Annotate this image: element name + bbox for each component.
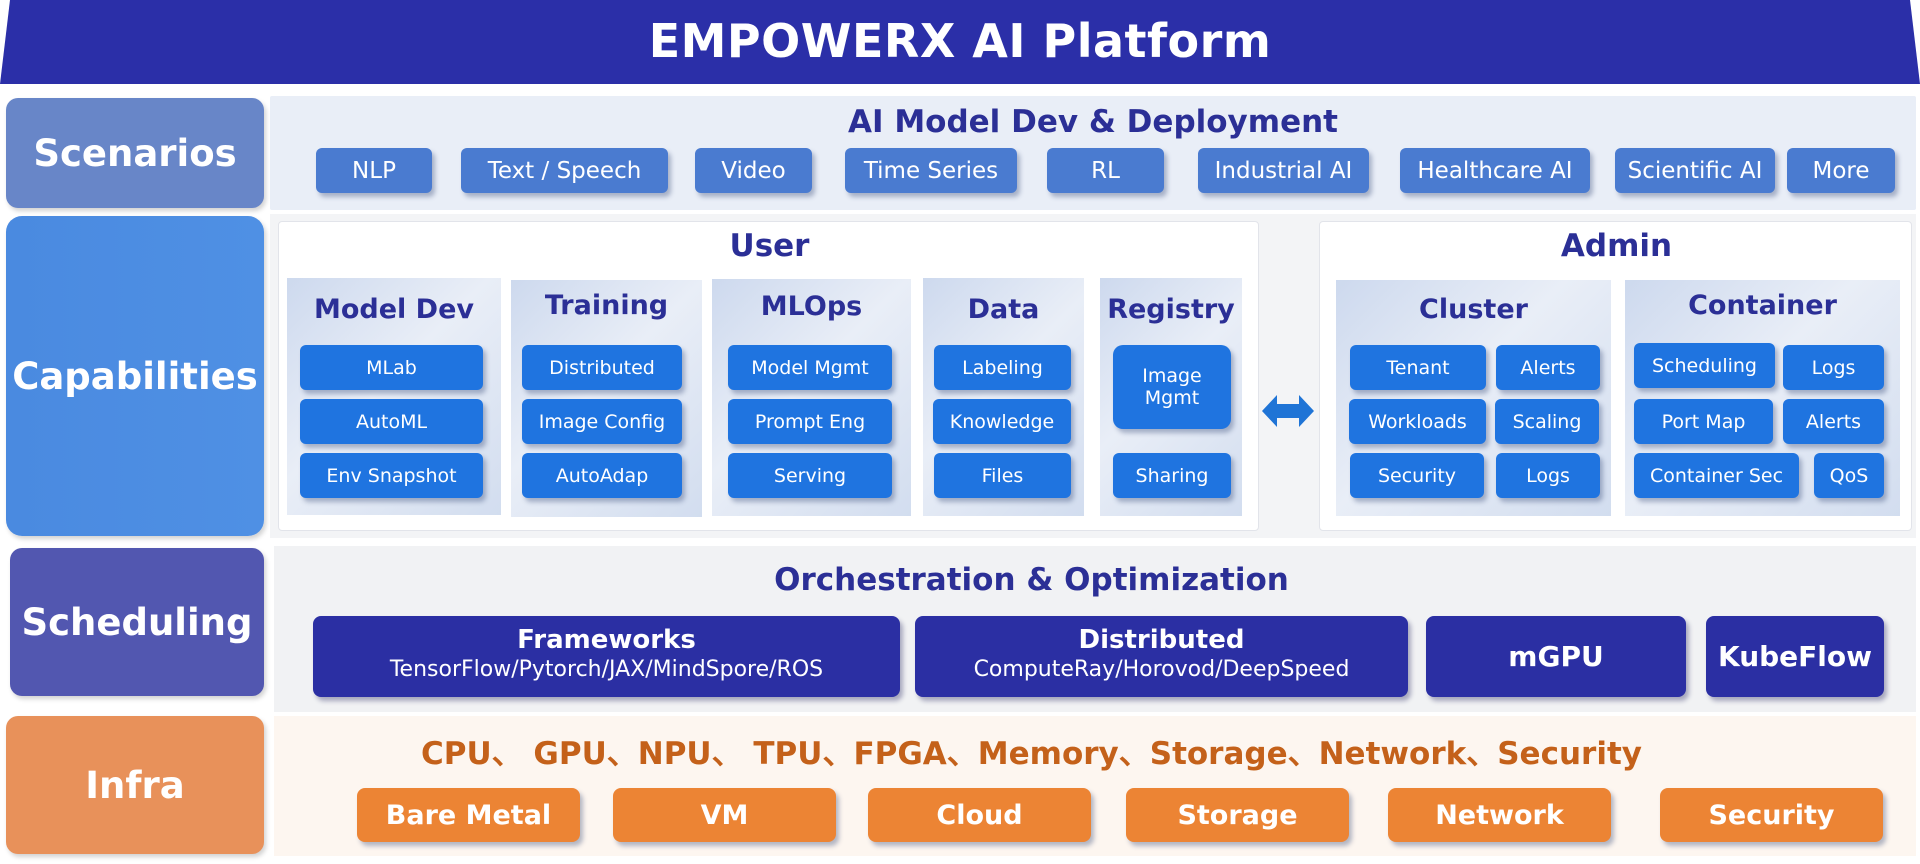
capability-chip-image-mgmt[interactable]: Image Mgmt <box>1113 345 1231 429</box>
row-label-text: Scenarios <box>33 131 237 175</box>
group-title: Container <box>1688 290 1837 321</box>
infra-chip-storage[interactable]: Storage <box>1126 788 1349 842</box>
capability-chip-knowledge[interactable]: Knowledge <box>933 399 1071 444</box>
capability-chip-autoadap[interactable]: AutoAdap <box>522 453 682 498</box>
platform-title: EMPOWERX AI Platform <box>648 14 1272 68</box>
capability-chip-container-alerts[interactable]: Alerts <box>1783 399 1884 444</box>
user-title: User <box>729 228 810 264</box>
capability-chip-distributed[interactable]: Distributed <box>522 345 682 390</box>
capability-chip-container-sec[interactable]: Container Sec <box>1634 453 1799 498</box>
block-title: KubeFlow <box>1718 640 1872 673</box>
capability-chip-scheduling[interactable]: Scheduling <box>1634 343 1775 388</box>
capability-chip-prompt-eng[interactable]: Prompt Eng <box>728 399 892 444</box>
group-title: Cluster <box>1419 294 1528 325</box>
capability-chip-image-config[interactable]: Image Config <box>522 399 682 444</box>
capability-chip-container-logs[interactable]: Logs <box>1783 345 1884 390</box>
header-banner-shape <box>0 0 1920 84</box>
scheduling-block-mgpu[interactable]: mGPU <box>1426 616 1686 697</box>
row-label-scenarios: Scenarios <box>6 98 264 208</box>
row-label-text: Scheduling <box>21 600 253 644</box>
capability-chip-mlab[interactable]: MLab <box>300 345 483 390</box>
group-title: Registry <box>1107 294 1235 325</box>
block-title: Frameworks <box>517 625 696 655</box>
group-title: MLOps <box>760 291 863 322</box>
capability-chip-port-map[interactable]: Port Map <box>1634 399 1773 444</box>
scenario-chip-scientific-ai[interactable]: Scientific AI <box>1615 148 1775 193</box>
capability-chip-sharing[interactable]: Sharing <box>1113 453 1231 498</box>
scenario-chip-rl[interactable]: RL <box>1047 148 1164 193</box>
infra-chip-network[interactable]: Network <box>1388 788 1611 842</box>
group-title: Training <box>544 290 669 321</box>
scenarios-title: AI Model Dev & Deployment <box>848 104 1338 140</box>
admin-title: Admin <box>1560 228 1673 264</box>
capability-chip-logs[interactable]: Logs <box>1496 453 1600 498</box>
scheduling-title: Orchestration & Optimization <box>774 562 1289 598</box>
capability-chip-automl[interactable]: AutoML <box>300 399 483 444</box>
infra-resources: CPU、 GPU、NPU、 TPU、FPGA、Memory、Storage、Ne… <box>421 736 1642 772</box>
capability-chip-scaling[interactable]: Scaling <box>1495 399 1599 444</box>
block-subtitle: ComputeRay/Horovod/DeepSpeed <box>973 657 1350 682</box>
scheduling-block-kubeflow[interactable]: KubeFlow <box>1706 616 1884 697</box>
capability-chip-env-snapshot[interactable]: Env Snapshot <box>300 453 483 498</box>
capability-chip-workloads[interactable]: Workloads <box>1349 399 1486 444</box>
block-subtitle: TensorFlow/Pytorch/JAX/MindSpore/ROS <box>389 657 824 682</box>
group-title: Model Dev <box>313 294 475 325</box>
capability-chip-tenant[interactable]: Tenant <box>1350 345 1486 390</box>
platform-header: EMPOWERX AI Platform <box>0 0 1920 86</box>
scenario-chip-nlp[interactable]: NLP <box>316 148 432 193</box>
row-label-text: Infra <box>85 763 185 807</box>
capability-chip-serving[interactable]: Serving <box>728 453 892 498</box>
capability-chip-labeling[interactable]: Labeling <box>934 345 1071 390</box>
capability-chip-files[interactable]: Files <box>934 453 1071 498</box>
scenario-chip-more[interactable]: More <box>1787 148 1895 193</box>
block-title: mGPU <box>1508 640 1604 673</box>
scenario-chip-video[interactable]: Video <box>695 148 812 193</box>
scenario-chip-industrial-ai[interactable]: Industrial AI <box>1198 148 1369 193</box>
group-title: Data <box>967 294 1040 325</box>
infra-chip-cloud[interactable]: Cloud <box>868 788 1091 842</box>
double-arrow-icon <box>1262 391 1314 431</box>
scenario-chip-text-speech[interactable]: Text / Speech <box>461 148 668 193</box>
row-label-scheduling: Scheduling <box>10 548 264 696</box>
row-label-infra: Infra <box>6 716 264 854</box>
scheduling-block-distributed[interactable]: Distributed ComputeRay/Horovod/DeepSpeed <box>915 616 1408 697</box>
capability-chip-qos[interactable]: QoS <box>1814 453 1884 498</box>
block-title: Distributed <box>1078 625 1245 655</box>
infra-chip-vm[interactable]: VM <box>613 788 836 842</box>
capability-chip-security[interactable]: Security <box>1350 453 1484 498</box>
scenario-chip-time-series[interactable]: Time Series <box>845 148 1017 193</box>
scheduling-block-frameworks[interactable]: Frameworks TensorFlow/Pytorch/JAX/MindSp… <box>313 616 900 697</box>
scenario-chip-healthcare-ai[interactable]: Healthcare AI <box>1400 148 1590 193</box>
infra-chip-security[interactable]: Security <box>1660 788 1883 842</box>
infra-chip-bare-metal[interactable]: Bare Metal <box>357 788 580 842</box>
row-label-capabilities: Capabilities <box>6 216 264 536</box>
capability-chip-model-mgmt[interactable]: Model Mgmt <box>728 345 892 390</box>
row-label-text: Capabilities <box>12 354 258 398</box>
capability-chip-alerts[interactable]: Alerts <box>1496 345 1600 390</box>
